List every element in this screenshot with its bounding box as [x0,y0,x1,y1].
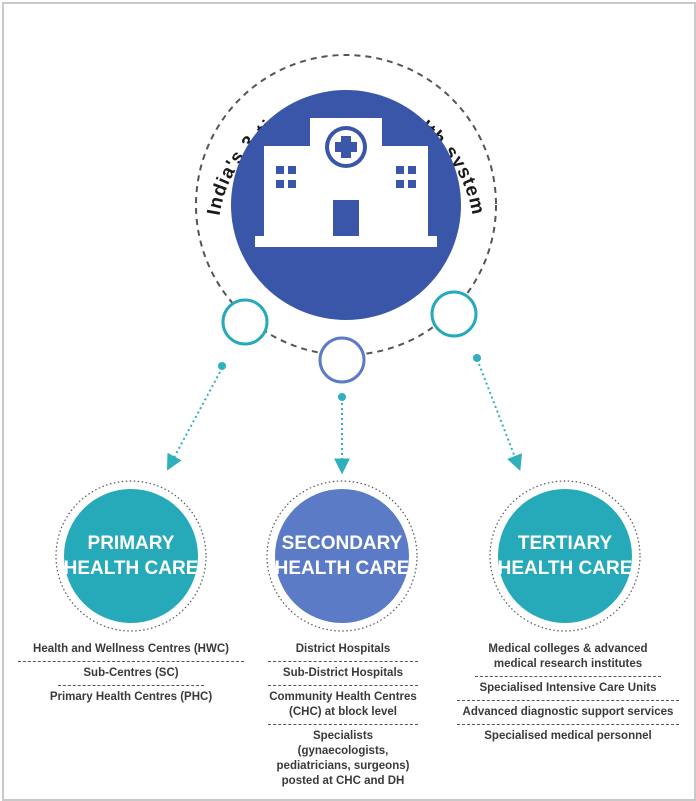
tertiary-items-list: Medical colleges & advanced medical rese… [457,638,679,748]
list-item: Advanced diagnostic support services [457,701,679,725]
list-item: Sub-Centres (SC) [58,662,204,686]
secondary-tier-line1: SECONDARY [282,533,403,554]
tertiary-tier-line1: TERTIARY [518,533,613,554]
list-item: Specialised medical personnel [484,730,652,742]
list-item: Sub-District Hospitals [268,662,418,686]
list-item: Health and Wellness Centres (HWC) [18,638,244,662]
list-item: Specialised Intensive Care Units [457,677,679,701]
list-item: Specialists (gynaecologists, pediatricia… [276,730,410,787]
tertiary-connector-ring [430,290,478,338]
secondary-arrow [334,393,350,475]
primary-connector-ring [221,298,269,346]
secondary-tier: SECONDARY HEALTH CARE [266,480,418,632]
list-item: Medical colleges & advanced medical rese… [475,638,661,677]
primary-tier: PRIMARY HEALTH CARE [55,480,207,632]
list-item: District Hospitals [268,638,418,662]
primary-arrow [166,362,226,471]
tertiary-arrow [473,354,523,471]
primary-items-list: Health and Wellness Centres (HWC) Sub-Ce… [18,638,244,709]
secondary-items-list: District Hospitals Sub-District Hospital… [268,638,418,793]
primary-tier-circle [64,489,198,623]
tertiary-tier: TERTIARY HEALTH CARE [489,480,641,632]
secondary-connector-ring [318,336,366,384]
primary-tier-line1: PRIMARY [88,533,175,554]
secondary-tier-circle [275,489,409,623]
tertiary-tier-line2: HEALTH CARE [498,558,633,579]
primary-tier-line2: HEALTH CARE [64,558,199,579]
list-item: Primary Health Centres (PHC) [49,691,213,703]
list-item: Community Health Centres (CHC) at block … [268,686,418,725]
tertiary-tier-circle [498,489,632,623]
secondary-tier-line2: HEALTH CARE [275,558,410,579]
hospital-icon [255,118,437,247]
